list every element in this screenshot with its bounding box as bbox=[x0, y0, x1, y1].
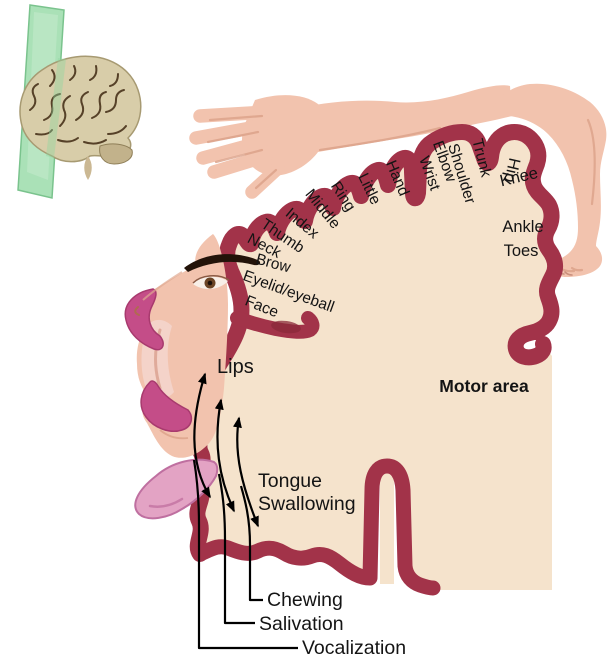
forearm bbox=[300, 85, 512, 153]
arm bbox=[189, 85, 512, 199]
label-tongue: Tongue bbox=[258, 470, 322, 492]
cortex-fill bbox=[197, 131, 556, 590]
nostril bbox=[134, 306, 140, 316]
callout-lines bbox=[192, 372, 298, 650]
label-vocalization: Vocalization bbox=[302, 637, 406, 659]
arm-shading bbox=[206, 114, 442, 190]
lower-lip bbox=[140, 380, 193, 432]
pupil bbox=[207, 280, 213, 286]
label-motor-area: Motor area bbox=[439, 376, 529, 396]
inner-labels: Lips Tongue Swallowing Motor area bbox=[217, 356, 529, 515]
label-lips: Lips bbox=[217, 356, 254, 378]
fingers bbox=[189, 105, 285, 199]
arrow-lips-region-1 bbox=[193, 372, 211, 499]
arrow-lips-region-3 bbox=[233, 416, 260, 528]
arrow-lips-region-2 bbox=[214, 398, 236, 513]
label-toes: Toes bbox=[504, 242, 539, 260]
label-chewing: Chewing bbox=[267, 589, 343, 611]
nose-shading bbox=[142, 271, 183, 301]
label-ankle: Ankle bbox=[502, 218, 543, 236]
eyebrow bbox=[184, 254, 261, 272]
label-salivation: Salivation bbox=[259, 613, 344, 635]
brain-stem bbox=[84, 156, 92, 180]
label-hip: Hip bbox=[500, 156, 523, 184]
leg bbox=[492, 83, 607, 277]
leader-vocalization bbox=[192, 459, 298, 650]
brain-gyri-lines bbox=[29, 65, 127, 145]
eyelid-line bbox=[192, 275, 230, 284]
upper-lip bbox=[124, 288, 164, 351]
label-swallowing: Swallowing bbox=[258, 493, 356, 515]
brain-icon bbox=[19, 55, 142, 163]
leg-shape bbox=[492, 83, 607, 277]
section-plane-cut-strip bbox=[46, 58, 66, 158]
chin-crease bbox=[159, 429, 189, 440]
cerebellum bbox=[99, 143, 133, 165]
sulcus-hook-inner bbox=[271, 320, 301, 334]
brain-inset bbox=[17, 4, 142, 199]
tongue-shading bbox=[148, 497, 184, 508]
callout-labels: Chewing Salivation Vocalization bbox=[259, 589, 406, 659]
